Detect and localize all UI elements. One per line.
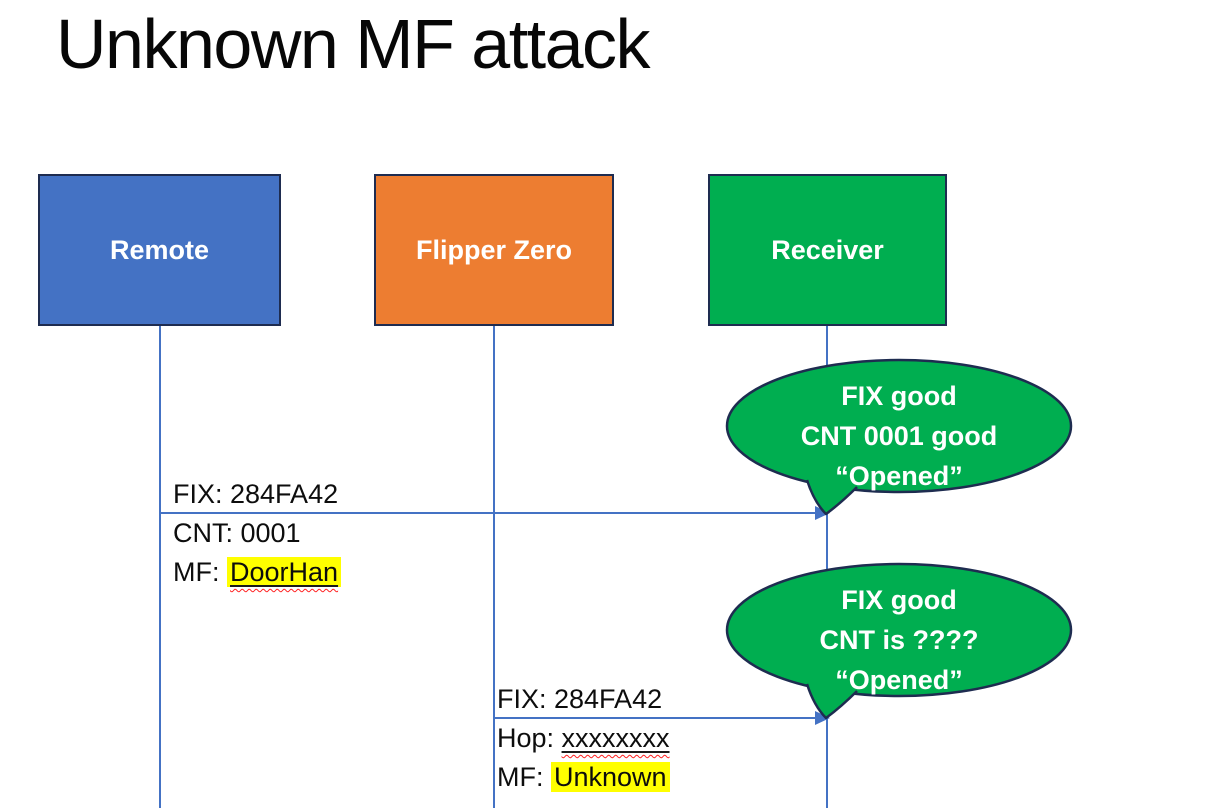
callout-1-text: FIX good CNT 0001 good “Opened”: [723, 376, 1075, 496]
callout-bubble-2: FIX good CNT is ???? “Opened”: [723, 560, 1075, 728]
lifeline-flipper: [493, 326, 495, 808]
lifeline-receiver: [826, 326, 828, 808]
callout-2-line-1: FIX good: [841, 585, 957, 615]
actor-box-receiver: Receiver: [708, 174, 947, 326]
highlighted-value-unknown: Unknown: [551, 762, 670, 792]
message-1-text: FIX: 284FA42 CNT: 0001 MF: DoorHan: [173, 475, 342, 592]
message-2-line-3: MF: Unknown: [497, 758, 670, 797]
actor-label-receiver: Receiver: [771, 234, 884, 265]
callout-2-text: FIX good CNT is ???? “Opened”: [723, 580, 1075, 700]
page-title: Unknown MF attack: [56, 5, 651, 83]
callout-2-line-3: “Opened”: [835, 665, 963, 695]
actor-label-remote: Remote: [109, 234, 210, 265]
actor-label-flipper-zero: Flipper Zero: [415, 234, 572, 265]
callout-1-line-3: “Opened”: [835, 461, 963, 491]
actor-box-flipper-zero: Flipper Zero: [374, 174, 614, 326]
callout-1-line-1: FIX good: [841, 381, 957, 411]
callout-1-line-2: CNT 0001 good: [800, 421, 998, 451]
speech-bubble-shape: [725, 358, 1073, 516]
message-arrow-1: [160, 512, 818, 514]
message-2-line-2: Hop: xxxxxxxx: [497, 719, 670, 758]
message-1-line-1: FIX: 284FA42: [173, 479, 339, 509]
actor-box-remote: Remote: [38, 174, 281, 326]
message-1-line-3: MF: DoorHan: [173, 553, 342, 592]
message-1-line-3-prefix: MF:: [173, 557, 227, 587]
message-1-line-2: CNT: 0001: [173, 518, 301, 548]
callout-bubble-1: FIX good CNT 0001 good “Opened”: [723, 356, 1075, 524]
callout-2-line-2: CNT is ????: [819, 625, 979, 655]
speech-bubble-shape: [725, 562, 1073, 720]
message-arrow-2: [494, 717, 818, 719]
message-2-text: FIX: 284FA42 Hop: xxxxxxxx MF: Unknown: [497, 680, 670, 797]
message-2-line-1: FIX: 284FA42: [497, 684, 663, 714]
squiggle-value-hop: xxxxxxxx: [561, 723, 670, 753]
message-2-line-3-prefix: MF:: [497, 762, 551, 792]
highlighted-value-doorhan: DoorHan: [227, 557, 342, 587]
message-2-line-2-prefix: Hop:: [497, 723, 562, 753]
lifeline-remote: [159, 326, 161, 808]
